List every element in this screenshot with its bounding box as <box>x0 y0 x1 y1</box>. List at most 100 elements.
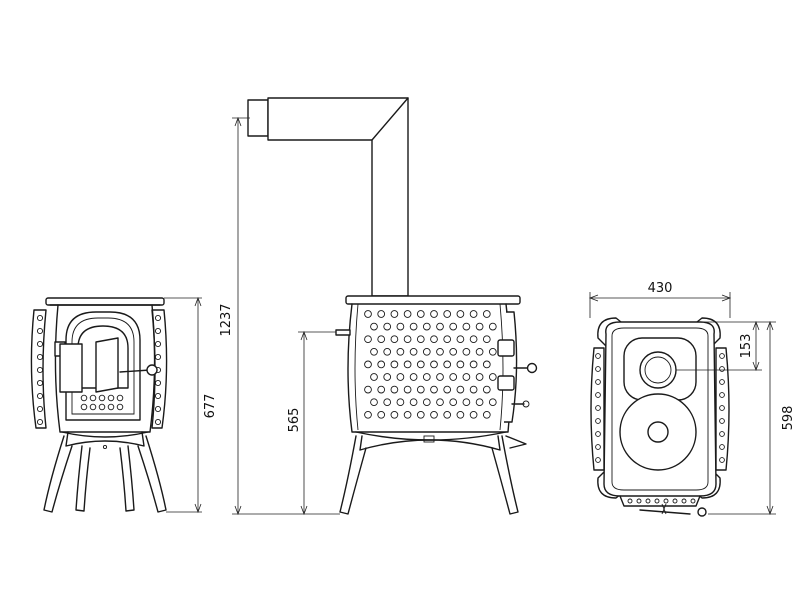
vent-dot <box>390 385 399 394</box>
vent-dot <box>456 360 465 369</box>
fin-dot <box>719 379 725 385</box>
fin-dot <box>595 353 601 359</box>
vent-dot <box>403 385 412 394</box>
vent-dot <box>364 385 372 394</box>
vent-dot <box>462 347 471 356</box>
fin-dot <box>595 405 601 411</box>
fin-dot <box>36 327 44 335</box>
vent-dot <box>409 398 418 407</box>
fin-dot <box>36 314 44 322</box>
vent-dot <box>482 335 491 344</box>
fin-dot <box>154 379 162 387</box>
vent-dot <box>383 322 392 331</box>
vent-dot <box>364 335 372 344</box>
fin-dot <box>154 340 162 348</box>
vent-dot <box>456 410 465 419</box>
air-vent-dot <box>80 394 88 402</box>
vent-dot <box>488 373 497 381</box>
fin-dot <box>36 366 44 374</box>
vent-dot <box>482 410 491 419</box>
air-vent-dot <box>98 394 106 402</box>
air-vent-dot <box>89 394 97 402</box>
vent-dot <box>364 310 372 318</box>
fin-dot <box>595 392 601 398</box>
fin-dot <box>719 431 725 437</box>
vent-dot <box>370 347 378 356</box>
dimension-front-height: 677 <box>203 394 218 419</box>
vent-dot <box>416 360 425 369</box>
vent-dot <box>430 335 438 344</box>
vent-dot <box>469 410 478 419</box>
vent-dot <box>430 385 438 394</box>
fin-dot <box>595 444 601 450</box>
vent-dot <box>416 335 425 344</box>
vent-dot <box>443 385 452 394</box>
vent-dot <box>409 347 418 356</box>
vent-dot <box>462 398 471 407</box>
fin-dot <box>595 418 601 424</box>
fin-dot <box>719 418 725 424</box>
dimension-outlet-height: 565 <box>287 408 302 433</box>
vent-dot <box>422 347 431 356</box>
vent-dot <box>475 322 484 331</box>
fin-dot <box>595 379 601 385</box>
vent-dot <box>469 385 478 394</box>
vent-dot <box>488 398 497 407</box>
vent-dot <box>488 347 497 356</box>
vent-dot <box>443 410 452 419</box>
vent-dot <box>390 310 399 318</box>
fin-dot <box>719 366 725 372</box>
vent-dot <box>462 373 471 381</box>
vent-dot <box>403 310 412 318</box>
fin-dot <box>719 392 725 398</box>
air-vent-dot <box>98 403 106 411</box>
air-vent-dot <box>116 394 124 402</box>
vent-dot <box>430 310 438 318</box>
vent-dot <box>436 398 444 407</box>
dimension-flue-offset: 153 <box>739 334 754 359</box>
vent-dot <box>403 335 412 344</box>
vent-dot <box>443 310 452 318</box>
vent-dot <box>456 385 465 394</box>
vent-dot <box>482 385 491 394</box>
vent-dot <box>469 310 478 318</box>
top-view: 430 153 598 <box>588 281 796 517</box>
fin-dot <box>719 457 725 463</box>
fin-dot <box>36 405 44 413</box>
vent-dot <box>449 373 458 381</box>
rail-dot <box>654 498 660 504</box>
vent-dot <box>416 410 425 419</box>
fin-dot <box>595 366 601 372</box>
vent-dot <box>436 322 444 331</box>
vent-dot <box>430 360 438 369</box>
vent-dot <box>409 322 418 331</box>
vent-dot <box>396 373 405 381</box>
vent-dot <box>396 347 405 356</box>
dimension-top-width: 430 <box>648 281 673 296</box>
vent-dot <box>462 322 471 331</box>
air-vent-dot <box>116 403 124 411</box>
air-vent-dot <box>107 394 115 402</box>
vent-dot <box>469 360 478 369</box>
vent-dot <box>409 373 418 381</box>
dimension-top-depth: 598 <box>781 406 796 431</box>
rail-dot <box>681 498 687 504</box>
fin-dot <box>36 418 44 426</box>
fin-dot <box>36 353 44 361</box>
vent-dot <box>443 335 452 344</box>
vent-dot <box>482 310 491 318</box>
vent-dot <box>475 347 484 356</box>
vent-dot <box>449 347 458 356</box>
vent-dot <box>377 410 386 419</box>
vent-dot <box>422 398 431 407</box>
vent-dot <box>383 398 392 407</box>
vent-dot <box>456 335 465 344</box>
vent-dot <box>449 398 458 407</box>
vent-dot <box>430 410 438 419</box>
vent-dot <box>364 410 372 419</box>
air-vent-dot <box>89 403 97 411</box>
vent-dot <box>370 373 378 381</box>
vent-dot <box>475 373 484 381</box>
vent-dot <box>390 335 399 344</box>
